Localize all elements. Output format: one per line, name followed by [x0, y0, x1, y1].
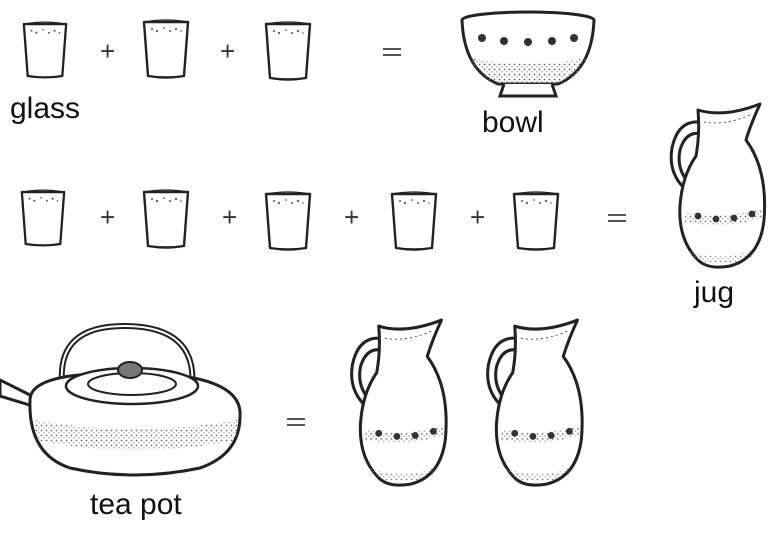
teapot: [0, 322, 242, 477]
jug: [664, 100, 774, 270]
glass-2-3: [262, 190, 314, 252]
plus-sign: +: [344, 202, 360, 232]
jug-2: [476, 316, 596, 488]
glass-2-5: [510, 190, 562, 252]
glass-1-2: [140, 18, 192, 80]
plus-sign: +: [470, 202, 486, 232]
plus-sign: +: [222, 202, 238, 232]
jug-1: [340, 316, 460, 488]
teapot-label: tea pot: [90, 488, 182, 521]
glass-2-4: [388, 190, 440, 252]
equals-sign: [383, 48, 401, 60]
equals-sign: [608, 214, 626, 226]
glass-label: glass: [10, 92, 81, 125]
glass-2-2: [140, 188, 192, 250]
equals-sign: [287, 418, 305, 430]
jug-label: jug: [694, 276, 735, 309]
glass-1-3: [262, 20, 314, 82]
plus-sign: +: [220, 36, 236, 66]
glass-1-1: [20, 20, 70, 80]
plus-sign: +: [100, 36, 116, 66]
bowl: [460, 10, 596, 98]
glass-2-1: [18, 188, 68, 248]
bowl-label: bowl: [482, 106, 544, 139]
plus-sign: +: [100, 202, 116, 232]
